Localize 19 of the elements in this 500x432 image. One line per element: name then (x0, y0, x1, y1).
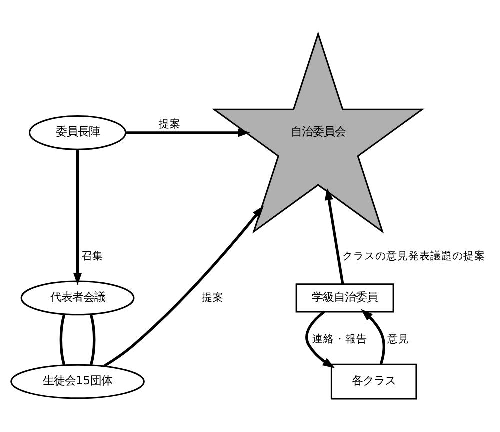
arrow (306, 310, 336, 368)
edge-label: 意見 (388, 332, 410, 346)
arrow (361, 308, 386, 364)
node-box: 各クラス (330, 363, 418, 400)
arrow (103, 205, 264, 367)
node-ellipse: 代表者会議 (20, 280, 135, 316)
connector (60, 314, 66, 365)
edge-label: 提案 (202, 290, 224, 304)
edge-label: 提案 (159, 117, 182, 130)
edge-label: 召集 (81, 248, 104, 262)
edge-label: 連絡・報告 (312, 332, 368, 346)
edge-label: クラスの意見発表議題の提案 (342, 248, 486, 262)
node-ellipse: 委員長陣 (29, 114, 127, 150)
node-box: 学級自治委員 (296, 283, 394, 312)
arrow (73, 149, 82, 285)
arrow (126, 128, 250, 137)
connector (90, 314, 96, 365)
node-ellipse: 生徒会15団体 (10, 364, 145, 399)
arrow (324, 188, 344, 284)
